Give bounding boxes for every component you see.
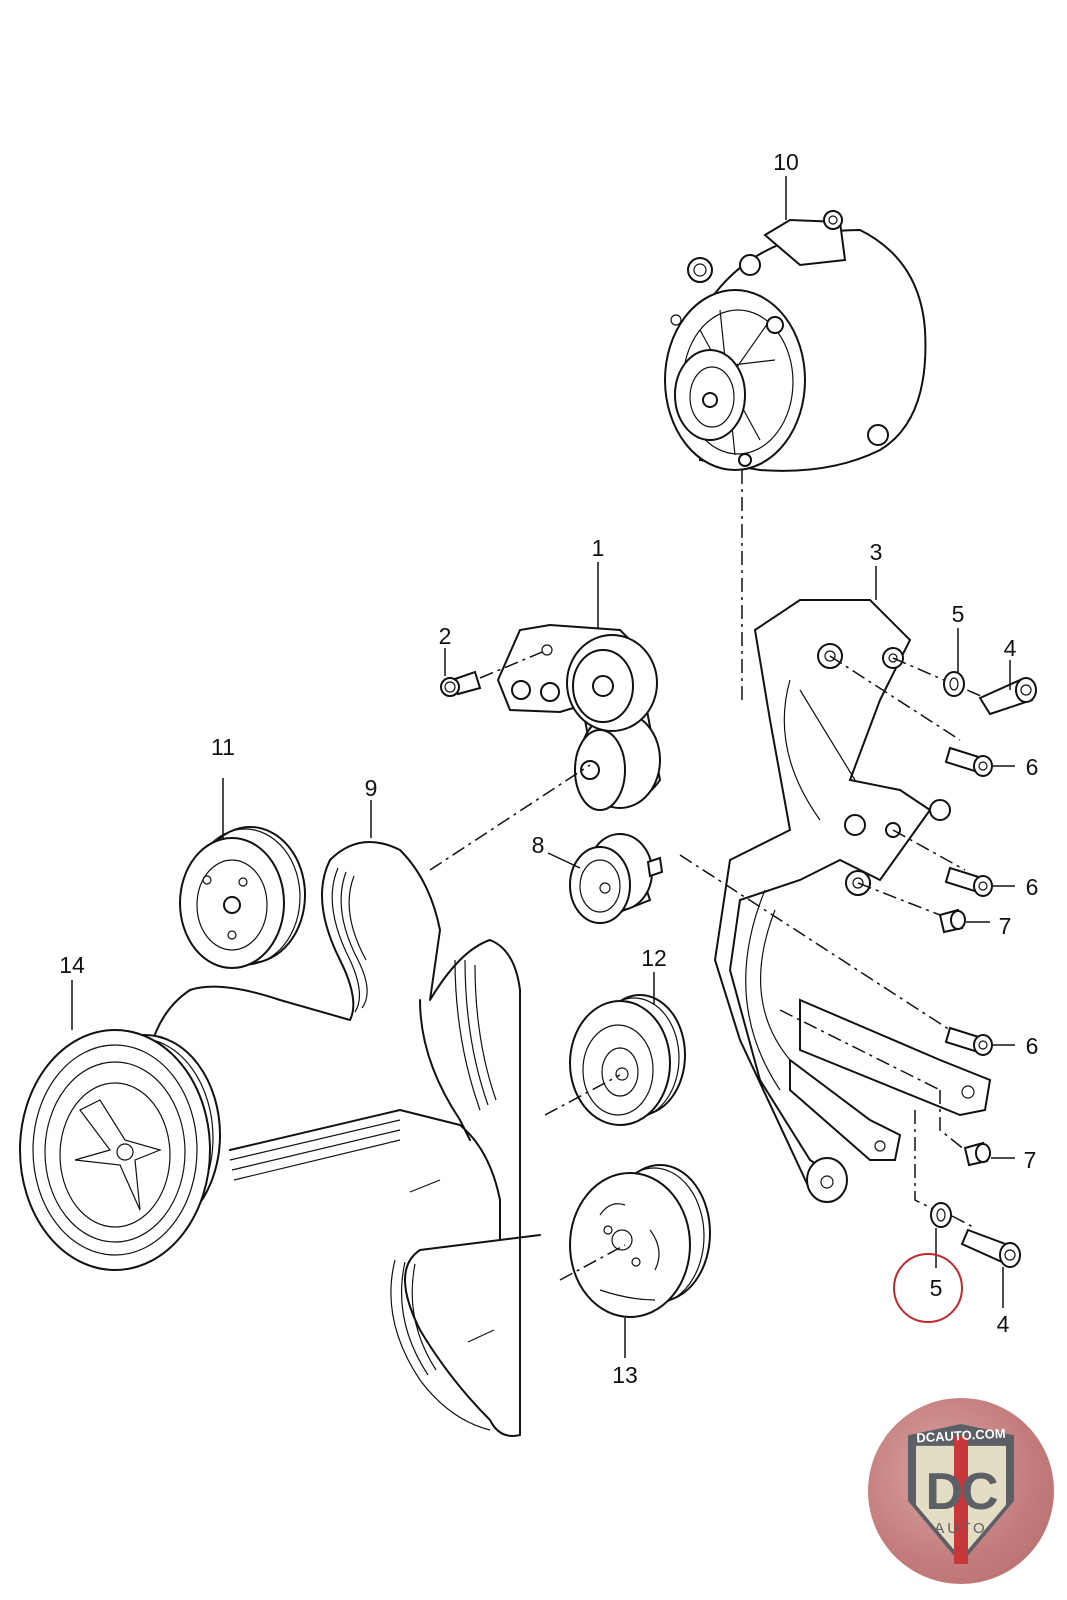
callout-3[interactable]: 3	[870, 539, 883, 565]
centerline	[829, 655, 961, 741]
centerline	[892, 657, 991, 701]
bolt-part-2[interactable]	[440, 670, 482, 697]
logo-sub-text: AUTO	[934, 1520, 988, 1537]
washer-part-5[interactable]	[943, 671, 965, 697]
highlight-circle	[893, 1253, 963, 1323]
centerline	[857, 882, 941, 916]
tensioner-part-1[interactable]	[496, 623, 662, 811]
centerline	[939, 1090, 966, 1151]
leader-8	[547, 852, 581, 869]
bolt-part-6[interactable]	[944, 746, 993, 777]
callout-13[interactable]: 13	[612, 1362, 638, 1388]
centerline	[779, 1009, 941, 1091]
shoulder-bolt-part-4[interactable]	[960, 1228, 1021, 1268]
callout-2[interactable]: 2	[439, 623, 452, 649]
callout-12[interactable]: 12	[641, 945, 667, 971]
shoulder-bolt-part-4[interactable]	[978, 677, 1037, 716]
dcauto-logo: DCAUTO.COM DC AUTO	[868, 1398, 1054, 1584]
callout-6[interactable]: 6	[1026, 874, 1039, 900]
callout-5[interactable]: 5	[952, 601, 965, 627]
logo-main-text: DC	[925, 1463, 998, 1521]
pulley-part-13[interactable]	[569, 1164, 711, 1318]
washer-part-5[interactable]	[930, 1202, 952, 1228]
alternator-part-10[interactable]	[664, 210, 927, 472]
bracket-part-3[interactable]	[713, 599, 992, 1203]
callout-14[interactable]: 14	[59, 952, 85, 978]
centerline	[429, 764, 591, 871]
crank-pulley-part-14[interactable]	[19, 1029, 221, 1271]
callout-4[interactable]: 4	[997, 1311, 1010, 1337]
idler-pulley-part-8[interactable]	[569, 833, 664, 924]
bolt-part-6[interactable]	[944, 866, 993, 897]
callout-7[interactable]: 7	[1024, 1147, 1037, 1173]
callout-10[interactable]: 10	[773, 149, 799, 175]
callout-6[interactable]: 6	[1026, 754, 1039, 780]
callout-11[interactable]: 11	[211, 734, 235, 760]
pulley-part-12[interactable]	[569, 994, 686, 1126]
callout-8[interactable]: 8	[532, 832, 545, 858]
callout-7[interactable]: 7	[999, 913, 1012, 939]
centerline	[951, 1215, 976, 1229]
callout-5-highlighted[interactable]: 5	[930, 1275, 943, 1301]
belt-part-9[interactable]	[149, 841, 541, 1437]
sleeve-part-7[interactable]	[963, 1141, 991, 1167]
pulley-part-11[interactable]	[179, 826, 306, 969]
callout-9[interactable]: 9	[365, 775, 378, 801]
bolt-part-6[interactable]	[944, 1026, 993, 1056]
centerline	[479, 649, 548, 679]
callout-1[interactable]: 1	[592, 535, 605, 561]
callout-4[interactable]: 4	[1004, 635, 1017, 661]
centerline	[914, 1110, 936, 1211]
centerline	[559, 1244, 626, 1281]
centerline	[892, 829, 966, 871]
callout-6[interactable]: 6	[1026, 1033, 1039, 1059]
logo-stripe	[954, 1436, 968, 1564]
sleeve-part-7[interactable]	[938, 908, 966, 934]
